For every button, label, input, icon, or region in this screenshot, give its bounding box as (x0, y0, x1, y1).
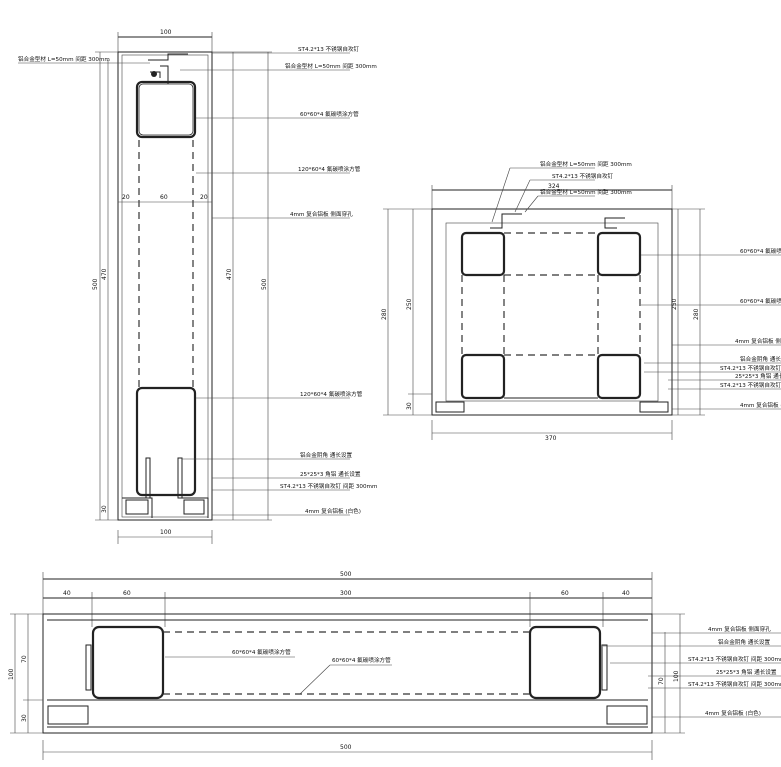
dim-base-height: 30 (101, 505, 108, 513)
dim-top-width: 324 (548, 183, 560, 190)
dim-seg-right: 20 (200, 194, 208, 201)
left-section: 100 20 60 20 500 470 470 500 30 100 铝合金型… (18, 29, 377, 544)
label-screw-b: ST4.2*13 不锈钢自攻钉 间距 300mm (688, 680, 781, 688)
middle-outlines (383, 167, 781, 440)
bottom-outlines (10, 572, 781, 760)
label-screw-a: ST4.2*13 不锈钢自攻钉 间距 300mm (720, 364, 781, 372)
label-screw-a: ST4.2*13 不锈钢自攻钉 间距 300mm (688, 655, 781, 663)
dim-seg4: 60 (561, 590, 569, 597)
label-tube-a: 60*60*4 氟碳喷涂方管 (232, 648, 291, 656)
label-panel-white: 4mm 复合铝板 (白色) (305, 507, 361, 515)
dim-total-bottom: 500 (340, 744, 352, 751)
label-screw-bottom: ST4.2*13 不锈钢自攻钉 间距 300mm (280, 482, 377, 490)
dim-bottom-width: 370 (545, 435, 557, 442)
dim-base-height: 30 (406, 402, 413, 410)
dim-top-width: 100 (160, 29, 172, 36)
label-top-left: 铝合金型材 L=50mm 间距 300mm (18, 55, 110, 63)
dim-right-total: 100 (673, 670, 680, 682)
dim-right-inner: 250 (671, 298, 678, 310)
label-tube-bottom: 120*60*4 氟碳喷涂方管 (300, 390, 363, 398)
dim-height: 100 (8, 668, 15, 680)
middle-section: 324 370 280 250 30 250 280 铝合金型材 L=50mm … (381, 160, 781, 442)
dim-seg5: 40 (622, 590, 630, 597)
dim-total-height: 500 (92, 278, 99, 290)
label-tube-b: 60*60*4 氟碳喷涂方管 (740, 297, 781, 305)
label-tube-b: 60*60*4 氟碳喷涂方管 (332, 656, 391, 664)
label-inner-corner: 铝合金阴角 通长设置 (300, 451, 353, 459)
dim-lower: 30 (21, 714, 28, 722)
dim-inner-height: 250 (406, 298, 413, 310)
label-screw-top: ST4.2*13 不锈钢自攻钉 (298, 45, 360, 53)
label-tube-long: 120*60*4 氟碳喷涂方管 (298, 165, 361, 173)
label-angle: 25*25*3 角铝 通长设置 (735, 372, 781, 380)
dim-total-height-right: 500 (261, 278, 268, 290)
dim-total-height: 280 (381, 308, 388, 320)
label-profile-b: 铝合金型材 L=50mm 间距 300mm (540, 188, 632, 196)
label-angle: 25*25*3 角铝 通长设置 (716, 668, 777, 676)
label-inner-corner: 铝合金阴角 通长设置 (740, 355, 781, 363)
label-screw: ST4.2*13 不锈钢自攻钉 (552, 172, 614, 180)
label-panel-side: 4mm 复合铝板 侧面穿孔 (708, 625, 771, 633)
dim-upper: 70 (21, 655, 28, 663)
label-panel-white: 4mm 复合铝板 (白色) (705, 709, 761, 717)
bottom-section: 500 40 60 300 60 40 500 100 70 30 70 100… (8, 571, 781, 760)
label-panel-white: 4mm 复合铝板 (白色) (740, 401, 781, 409)
dim-inner-height-right: 470 (226, 268, 233, 280)
dim-right-total: 280 (693, 308, 700, 320)
dim-right-upper: 70 (658, 677, 665, 685)
label-tube-a: 60*60*4 氟碳喷涂方管 (740, 247, 781, 255)
label-angle: 25*25*3 角铝 通长设置 (300, 470, 361, 478)
dim-seg2: 60 (123, 590, 131, 597)
dim-bottom-width: 100 (160, 529, 172, 536)
dim-total-top: 500 (340, 571, 352, 578)
label-tube-top: 60*60*4 氟碳喷涂方管 (300, 110, 359, 118)
left-outlines (18, 32, 350, 544)
label-panel-side: 4mm 复合铝板 侧面穿孔 (290, 210, 353, 218)
dim-seg-mid: 60 (160, 194, 168, 201)
label-screw-b: ST4.2*13 不锈钢自攻钉 间距 300mm (720, 381, 781, 389)
label-inner-corner: 铝合金阴角 通长设置 (718, 638, 771, 646)
dim-seg-left: 20 (122, 194, 130, 201)
dim-inner-height: 470 (101, 268, 108, 280)
label-panel-side: 4mm 复合铝板 侧面穿孔 (735, 337, 781, 345)
label-profile-a: 铝合金型材 L=50mm 间距 300mm (540, 160, 632, 168)
dim-seg1: 40 (63, 590, 71, 597)
label-profile-top: 铝合金型材 L=50mm 间距 300mm (285, 62, 377, 70)
dim-seg3: 300 (340, 590, 352, 597)
